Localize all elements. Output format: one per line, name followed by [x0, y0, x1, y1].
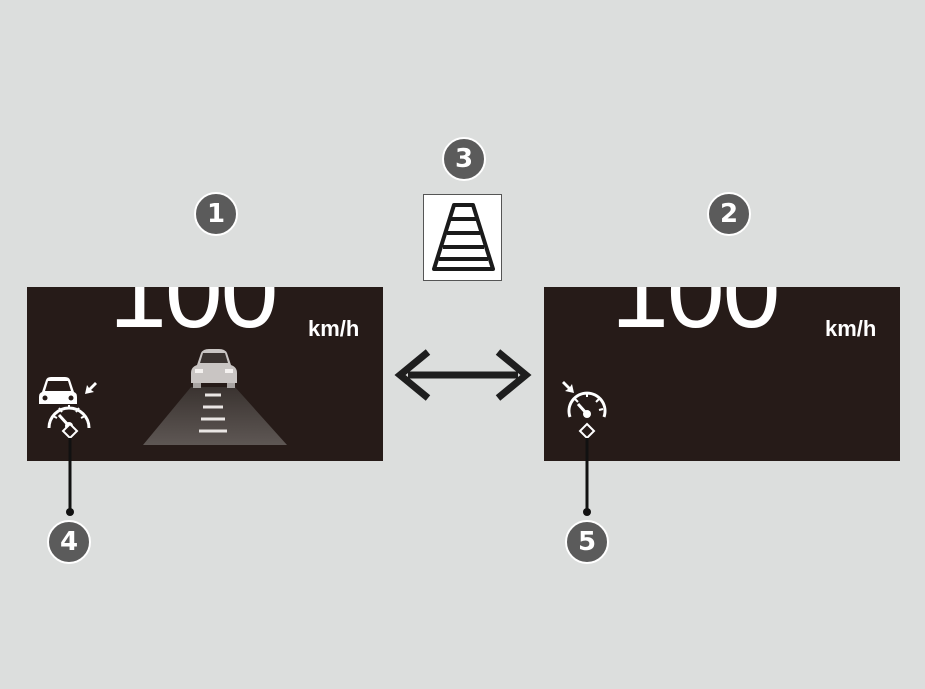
leader-line-5: [578, 422, 596, 516]
callout-5: 5: [565, 520, 609, 564]
lane-switch-icon-box: [423, 194, 502, 281]
right-display: 100 km/h: [544, 287, 900, 461]
lane-road-icon: [432, 203, 495, 271]
left-speed-unit: km/h: [308, 316, 360, 341]
callout-3: 3: [442, 137, 486, 181]
left-display: 100 km/h: [27, 287, 383, 461]
switch-arrow: [394, 349, 532, 401]
callout-1: 1: [194, 192, 238, 236]
leader-line-4: [61, 422, 79, 516]
lane-projection-icon: [143, 349, 287, 445]
callout-4: 4: [47, 520, 91, 564]
right-speed-value: 100: [611, 287, 781, 350]
lead-car-icon: [191, 349, 237, 388]
left-speed-value: 100: [109, 287, 279, 350]
right-speed-unit: km/h: [825, 316, 877, 341]
callout-2: 2: [707, 192, 751, 236]
speedometer-icon: [562, 381, 607, 418]
